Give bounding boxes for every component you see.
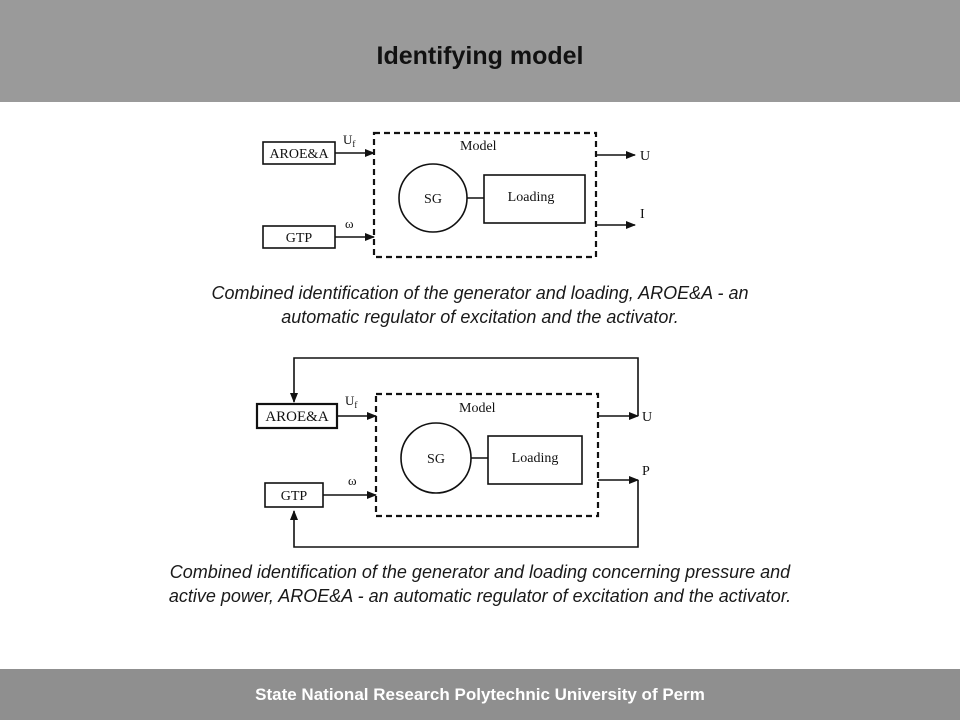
model-dashed-box <box>374 392 600 518</box>
footer-university: State National Research Polytechnic Univ… <box>255 685 705 704</box>
u-out-label: U <box>640 149 650 164</box>
footer-bar: State National Research Polytechnic Univ… <box>0 669 960 720</box>
diagram-pressure-active-power: AROE&A GTP Model SG Loading Uf ω U P <box>255 357 652 548</box>
aroe-box <box>255 402 339 430</box>
uf-label: Uf <box>343 132 355 149</box>
gtp-box <box>264 482 324 508</box>
aroe-label: AROE&A <box>265 409 329 425</box>
loading-label: Loading <box>512 451 559 466</box>
p-out-label: P <box>642 464 650 479</box>
sg-label: SG <box>427 452 445 467</box>
loading-box <box>487 435 583 485</box>
aroe-label: AROE&A <box>269 147 329 162</box>
omega-label: ω <box>345 216 354 231</box>
caption-diagram-1: Combined identification of the generator… <box>0 281 960 329</box>
feedback-u-loop <box>290 357 639 416</box>
sg-label: SG <box>424 192 442 207</box>
gtp-label: GTP <box>286 231 313 246</box>
gtp-label: GTP <box>281 489 308 504</box>
model-label: Model <box>460 139 497 154</box>
model-label: Model <box>459 401 496 416</box>
caption-1-line-1: Combined identification of the generator… <box>211 283 749 303</box>
header-bar: Identifying model <box>0 0 960 102</box>
loading-label: Loading <box>508 190 555 205</box>
loading-box <box>483 174 586 224</box>
u-out-label: U <box>642 410 652 425</box>
model-dashed-box <box>372 131 598 259</box>
feedback-p-loop <box>290 480 639 548</box>
i-out-label: I <box>640 207 645 222</box>
uf-label: Uf <box>345 393 357 410</box>
caption-2-line-2: active power, AROE&A - an automatic regu… <box>168 586 792 606</box>
diagram-generator-loading: AROE&A GTP Model SG Loading Uf ω U I <box>262 131 650 259</box>
caption-diagram-2: Combined identification of the generator… <box>0 560 960 608</box>
page-title: Identifying model <box>376 42 584 70</box>
caption-1-line-2: automatic regulator of excitation and th… <box>281 307 679 327</box>
omega-label: ω <box>348 473 357 488</box>
caption-2-line-1: Combined identification of the generator… <box>169 562 791 582</box>
